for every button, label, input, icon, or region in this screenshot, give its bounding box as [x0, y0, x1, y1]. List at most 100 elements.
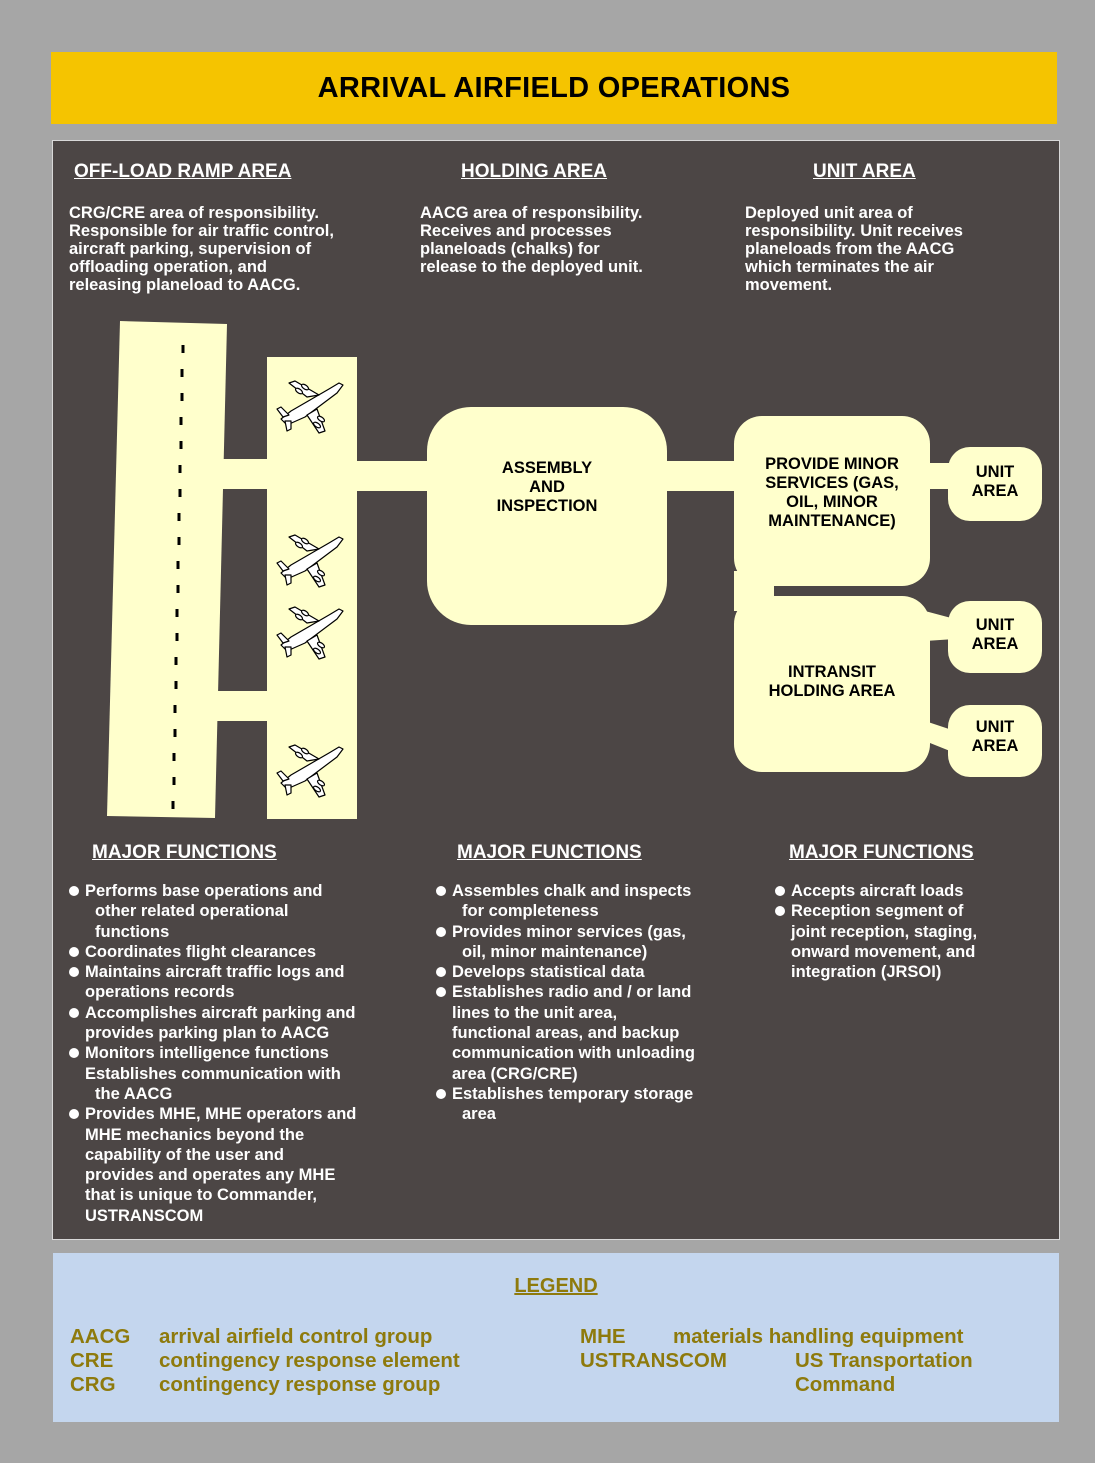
connector-intransit-unit3 [925, 721, 955, 753]
list-item-line: Performs base operations and [85, 882, 323, 900]
desc-holding-area: AACG area of responsibility. Receives an… [420, 204, 643, 276]
desc-line: Deployed unit area of [745, 204, 913, 222]
connector-intransit-unit2 [925, 611, 955, 641]
list-item-line: area [462, 1105, 496, 1124]
desc-line: planeloads from the AACG [745, 240, 955, 258]
legend-meaning: arrival airfield control group [159, 1325, 433, 1348]
legend-abbr: AACG [70, 1325, 131, 1348]
functions-list-unit: Accepts aircraft loads Reception segment… [773, 881, 977, 982]
desc-line: aircraft parking, supervision of [69, 240, 312, 258]
list-item: Monitors intelligence functions Establis… [67, 1043, 356, 1104]
list-item-line: Establishes temporary storage [452, 1084, 694, 1103]
list-item-line: Accepts aircraft loads [791, 882, 964, 900]
taxiway-lower [203, 691, 273, 721]
header-holding-area: HOLDING AREA [461, 161, 608, 182]
legend-meaning: US Transportation [795, 1349, 973, 1372]
box-label-line: UNIT [975, 616, 1015, 634]
list-item-line: Establishes communication with [85, 1064, 341, 1083]
unit-area-1-label: UNIT AREA [948, 463, 1042, 501]
box-label-line: OIL, MINOR [786, 493, 878, 511]
legend-meaning: materials handling equipment [673, 1325, 964, 1348]
list-item: Provides minor services (gas, oil, minor… [434, 922, 695, 963]
unit-area-2-box [948, 601, 1042, 673]
runway-centerline [171, 345, 185, 809]
flow-diagram [107, 321, 1042, 819]
list-item-line: Accomplishes aircraft parking and [85, 1003, 356, 1022]
box-label-line: INSPECTION [496, 497, 598, 515]
list-item-line: Provides minor services (gas, [452, 922, 686, 941]
desc-line: AACG area of responsibility. [420, 204, 643, 222]
legend-abbr: CRG [70, 1373, 116, 1396]
list-item-line: lines to the unit area, [452, 1003, 618, 1022]
intransit-label: INTRANSIT HOLDING AREA [736, 663, 928, 701]
list-item-line: other related operational [95, 902, 289, 921]
list-item-line: the AACG [95, 1084, 173, 1103]
desc-line: movement. [745, 276, 833, 294]
list-item-line: Develops statistical data [452, 963, 645, 982]
services-intransit-join [734, 571, 774, 611]
list-item-line: provides and operates any MHE [85, 1166, 336, 1185]
legend-meaning: contingency response group [159, 1373, 441, 1396]
list-item: Maintains aircraft traffic logs and oper… [67, 962, 356, 1003]
legend-abbr: MHE [580, 1325, 626, 1348]
unit-area-2-label: UNIT AREA [948, 616, 1042, 654]
unit-area-3-box [948, 705, 1042, 777]
box-label-line: AREA [971, 635, 1019, 653]
desc-line: Responsible for air traffic control, [69, 222, 334, 240]
box-label-line: INTRANSIT [788, 663, 876, 681]
desc-line: offloading operation, and [69, 258, 267, 276]
page-title: ARRIVAL AIRFIELD OPERATIONS [317, 71, 791, 104]
box-label-line: UNIT [975, 463, 1015, 481]
box-label-line: UNIT [975, 718, 1015, 736]
list-item-line: capability of the user and [85, 1145, 284, 1164]
list-item-line: that is unique to Commander, [85, 1186, 317, 1205]
legend-abbr: USTRANSCOM [580, 1349, 727, 1372]
box-label-line: AREA [971, 737, 1019, 755]
legend-title: LEGEND [514, 1275, 598, 1297]
list-item-line: Maintains aircraft traffic logs and [85, 963, 345, 982]
minor-services-box [734, 416, 930, 586]
list-item-line: onward movement, and [791, 942, 976, 961]
list-item-line: Coordinates flight clearances [85, 942, 317, 961]
box-label-line: MAINTENANCE) [768, 512, 896, 530]
list-item-line: joint reception, staging, [791, 922, 978, 941]
list-item-line: Establishes radio and / or land [452, 983, 692, 1002]
desc-line: Receives and processes [420, 222, 612, 240]
box-label-line: AND [529, 478, 565, 496]
list-item-line: operations records [85, 983, 235, 1002]
unit-area-3-label: UNIT AREA [948, 718, 1042, 756]
desc-unit-area: Deployed unit area of responsibility. Un… [745, 204, 963, 294]
intransit-box [734, 596, 930, 772]
list-item-line: Assembles chalk and inspects [452, 882, 692, 900]
list-item-line: for completeness [462, 902, 599, 921]
list-item-line: Provides MHE, MHE operators and [85, 1105, 357, 1124]
box-label-line: ASSEMBLY [501, 459, 593, 477]
desc-line: which terminates the air [745, 258, 934, 276]
list-item-line: integration (JRSOI) [791, 963, 942, 982]
list-item: Coordinates flight clearances [67, 942, 356, 962]
list-item: Establishes temporary storage area [434, 1084, 695, 1125]
legend-meaning: Command [795, 1373, 896, 1396]
desc-line: releasing planeload to AACG. [69, 276, 301, 294]
list-item: Assembles chalk and inspects for complet… [434, 881, 695, 922]
header-offload-ramp-area: OFF-LOAD RAMP AREA [74, 161, 292, 182]
list-item: Performs base operations and other relat… [67, 881, 356, 942]
list-item-line: oil, minor maintenance) [462, 942, 648, 961]
header-unit-area: UNIT AREA [813, 161, 916, 182]
list-item: Develops statistical data [434, 962, 695, 982]
connector-apron-assembly [357, 461, 429, 491]
legend-panel: LEGEND AACG arrival airfield control gro… [53, 1253, 1059, 1422]
list-item: Provides MHE, MHE operators and MHE mech… [67, 1104, 356, 1226]
functions-list-ramp: Performs base operations and other relat… [67, 881, 356, 1226]
list-item: Establishes radio and / or land lines to… [434, 982, 695, 1083]
list-item-line: functions [95, 922, 170, 941]
assembly-inspection-box [427, 407, 667, 625]
list-item-line: area (CRG/CRE) [452, 1064, 578, 1083]
taxiway-upper [213, 459, 273, 489]
list-item: Accepts aircraft loads [773, 881, 977, 901]
diagram-panel: OFF-LOAD RAMP AREA HOLDING AREA UNIT ARE… [53, 141, 1059, 1239]
list-item-line: Monitors intelligence functions [85, 1044, 329, 1063]
runway [107, 321, 227, 818]
box-label-line: SERVICES (GAS, [765, 474, 899, 492]
list-item-line: functional areas, and backup [452, 1024, 680, 1043]
